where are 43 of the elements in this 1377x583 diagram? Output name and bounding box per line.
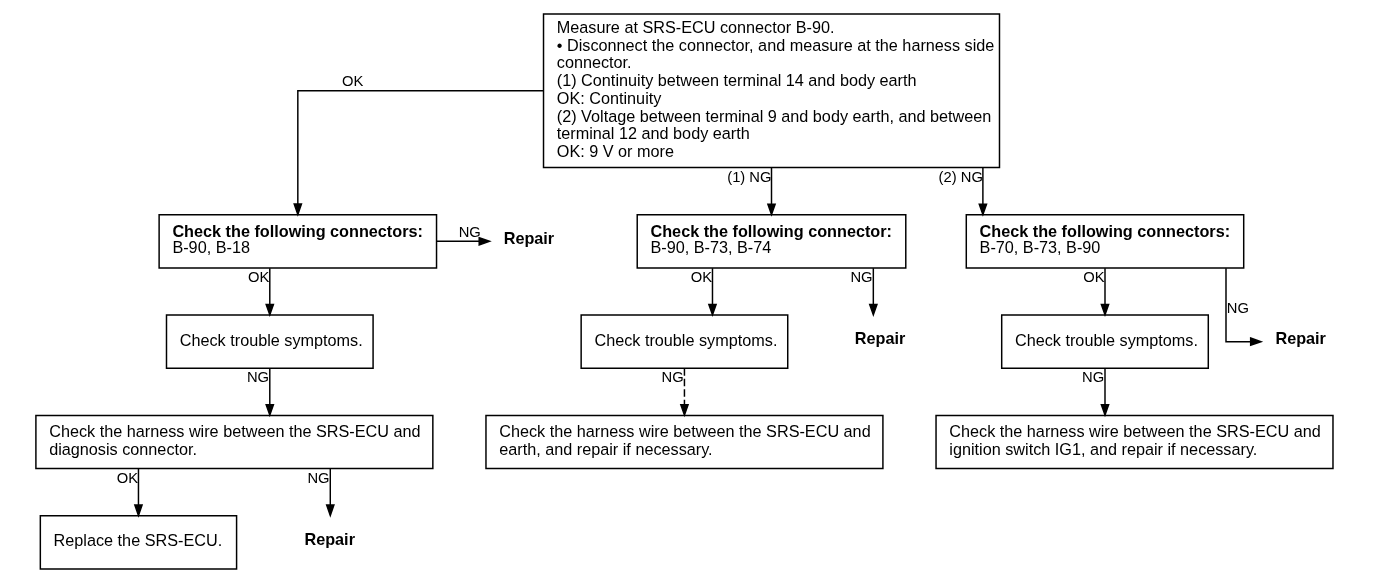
node-box: Check trouble symptoms. (580, 314, 789, 369)
node-box: Check trouble symptoms. (1000, 314, 1210, 369)
arrow (133, 468, 144, 518)
edge-label: NG (246, 369, 270, 386)
node-box: Check the harness wire between the SRS-ECU and ignition switch IG1, and repair if necessary. (935, 414, 1334, 470)
edge-label: NG (1082, 369, 1105, 386)
arrow (325, 468, 335, 518)
arrow (978, 167, 988, 217)
node-text: Repair (304, 530, 355, 549)
node-box: Measure at SRS-ECU connector B-90. • Disconnect the connector, and measure at the harness side connector. (1) Continuity between terminal 14 and body earth OK: Continuity (2) Voltage between terminal 9 and body earth, and between terminal 12 and body earth OK: 9 V or more (542, 13, 1001, 169)
node-box: Check trouble symptoms. (165, 314, 374, 369)
node-box: Check the following connector: B-90, B-73, B-74 (636, 214, 907, 269)
edge-label: (2) NG (938, 168, 983, 185)
edge-label: (1) NG (727, 168, 772, 185)
arrow (265, 367, 275, 418)
node-text: Repair (503, 228, 555, 247)
arrow (265, 267, 275, 317)
node-text: Repair (854, 329, 906, 348)
node-box: Check the harness wire between the SRS-ECU and earth, and repair if necessary. (485, 414, 884, 470)
node-text: Repair (1275, 329, 1326, 348)
edge-label: NG (307, 469, 330, 486)
arrow (1100, 367, 1110, 418)
node-box: Check the following connectors: B-90, B-18 (158, 214, 438, 269)
arrow (435, 236, 492, 246)
node-box: Check the following connectors: B-70, B-73, B-90 (965, 214, 1245, 269)
node-box: Replace the SRS-ECU. (39, 515, 238, 570)
edge-label: NG (458, 223, 481, 240)
arrow (707, 267, 718, 317)
edge-label: OK (1083, 268, 1105, 285)
edge-label: NG (850, 268, 873, 285)
arrow (868, 267, 878, 317)
node-box: Check the harness wire between the SRS-ECU and diagnosis connector. (35, 414, 434, 470)
edge-label: OK (690, 268, 713, 285)
arrow (293, 90, 544, 217)
arrow (1100, 267, 1110, 317)
edge-label: OK (116, 469, 139, 486)
arrow (679, 367, 690, 418)
arrow (766, 167, 777, 217)
arrow (1225, 267, 1264, 347)
edge-label: OK (248, 268, 270, 285)
edge-label: OK (342, 73, 364, 90)
edge-label: NG (1226, 299, 1249, 316)
edge-label: NG (661, 369, 684, 386)
